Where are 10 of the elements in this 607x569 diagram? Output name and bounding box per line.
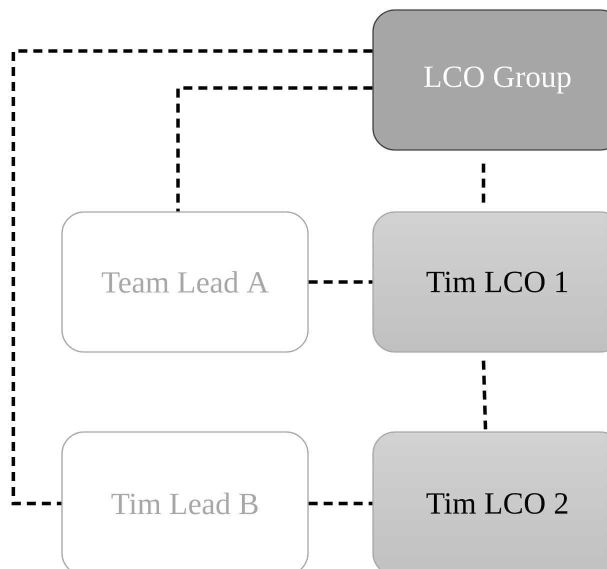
connector-line — [12, 49, 372, 506]
team-box: Tim LCO 1 — [372, 211, 607, 353]
connector-line — [482, 360, 488, 430]
connector-line — [308, 502, 372, 506]
team-box: Tim LCO 2 — [372, 431, 607, 569]
team-lead-box: Tim Lead B — [61, 431, 309, 569]
group-box: LCO Group — [372, 9, 607, 151]
team-lead-box: Team Lead A — [61, 211, 309, 353]
connector-line — [176, 86, 372, 212]
connector-line — [308, 280, 372, 284]
